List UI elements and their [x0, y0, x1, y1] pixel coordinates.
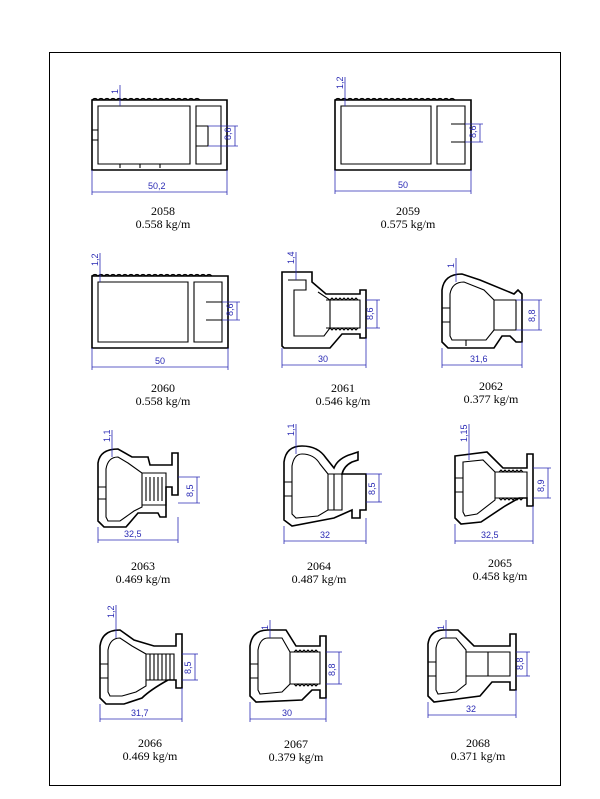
height-dim-label: 8,5	[183, 661, 193, 674]
profile-code: 2059	[396, 204, 420, 218]
wall-dim-label: 1,2	[90, 253, 100, 266]
profile-weight: 0.546 kg/m	[315, 394, 371, 408]
wall-dim-label: 1	[260, 625, 270, 630]
profile-code: 2066	[138, 736, 162, 750]
profile-weight: 0.575 kg/m	[380, 217, 436, 231]
profile-2066-caption: 2066 0.469 kg/m	[90, 737, 210, 763]
profile-weight: 0.377 kg/m	[463, 392, 519, 406]
height-dim-label: 8,8	[327, 663, 337, 676]
profile-code: 2061	[331, 381, 355, 395]
width-dim-label: 32,5	[481, 530, 499, 540]
profile-2065-caption: 2065 0.458 kg/m	[440, 557, 560, 583]
profile-2066-drawing: 1,2 8,5 31,7	[99, 605, 198, 722]
height-dim-label: 8,6	[468, 125, 478, 138]
height-dim-label: 8,8	[527, 309, 537, 322]
wall-dim-label: 1,1	[286, 423, 296, 436]
wall-dim-label: 1,1	[102, 429, 112, 442]
height-dim-label: 8,9	[536, 479, 546, 492]
width-dim-label: 50	[398, 180, 408, 190]
width-dim-label: 30	[282, 708, 292, 718]
profile-2058-caption: 2058 0.558 kg/m	[103, 205, 223, 231]
profile-2068-drawing: 1 8,8 32	[427, 620, 530, 718]
width-dim-label: 32	[466, 704, 476, 714]
profile-2062-drawing: 1 8,8 31,6	[441, 258, 542, 368]
profile-2068-caption: 2068 0.371 kg/m	[418, 737, 538, 763]
profile-weight: 0.469 kg/m	[115, 572, 171, 586]
wall-dim-label: 1,4	[286, 251, 296, 264]
profile-2063-caption: 2063 0.469 kg/m	[83, 560, 203, 586]
profile-2060-drawing: 1,2 8,6 50	[90, 253, 240, 370]
wall-dim-label: 1	[446, 263, 456, 268]
wall-dim-label: 1,15	[459, 424, 469, 442]
profile-2067-caption: 2067 0.379 kg/m	[236, 738, 356, 764]
width-dim-label: 32,5	[124, 529, 142, 539]
wall-dim-label: 1,2	[106, 605, 116, 618]
profile-2060-caption: 2060 0.558 kg/m	[103, 382, 223, 408]
profile-code: 2063	[131, 559, 155, 573]
wall-dim-label: 1	[110, 89, 120, 94]
profile-code: 2068	[466, 736, 490, 750]
height-dim-label: 8,5	[367, 482, 377, 495]
wall-dim-label: 1	[436, 625, 446, 630]
height-dim-label: 8,6	[225, 303, 235, 316]
width-dim-label: 50	[155, 356, 165, 366]
profile-weight: 0.558 kg/m	[135, 394, 191, 408]
wall-dim-label: 1,2	[335, 76, 345, 89]
profile-weight: 0.458 kg/m	[472, 569, 528, 583]
profile-2062-caption: 2062 0.377 kg/m	[431, 380, 551, 406]
profile-code: 2067	[284, 737, 308, 751]
profile-2061-drawing: 1,4 8,6 30	[281, 251, 380, 368]
height-dim-label: 8,6	[223, 127, 233, 140]
width-dim-label: 31,7	[131, 708, 149, 718]
profile-weight: 0.487 kg/m	[291, 572, 347, 586]
profile-weight: 0.371 kg/m	[450, 749, 506, 763]
profile-code: 2062	[479, 379, 503, 393]
profile-2064-drawing: 1,1 8,5 32	[283, 423, 382, 544]
height-dim-label: 8,5	[185, 484, 195, 497]
profile-code: 2058	[151, 204, 175, 218]
profile-weight: 0.379 kg/m	[268, 750, 324, 764]
profile-code: 2065	[488, 556, 512, 570]
width-dim-label: 32	[320, 530, 330, 540]
profile-weight: 0.469 kg/m	[122, 749, 178, 763]
width-dim-label: 30	[318, 354, 328, 364]
profile-code: 2060	[151, 381, 175, 395]
profile-2059-caption: 2059 0.575 kg/m	[348, 205, 468, 231]
profile-code: 2064	[307, 559, 331, 573]
profile-2064-caption: 2064 0.487 kg/m	[259, 560, 379, 586]
profile-2061-caption: 2061 0.546 kg/m	[283, 382, 403, 408]
profile-2065-drawing: 1,15 8,9 32,5	[454, 424, 551, 544]
height-dim-label: 8,8	[515, 657, 525, 670]
profile-weight: 0.558 kg/m	[135, 217, 191, 231]
catalog-frame	[49, 52, 561, 786]
profile-2067-drawing: 1 8,8 30	[249, 620, 342, 722]
width-dim-label: 31,6	[470, 354, 488, 364]
height-dim-label: 8,6	[365, 307, 375, 320]
profile-2058-drawing: 1 8,6 50,2	[91, 85, 238, 195]
profile-2063-drawing: 1,1 8,5 32,5	[97, 429, 200, 543]
width-dim-label: 50,2	[148, 181, 166, 191]
profile-2059-drawing: 1,2 8,6 50	[334, 76, 483, 194]
